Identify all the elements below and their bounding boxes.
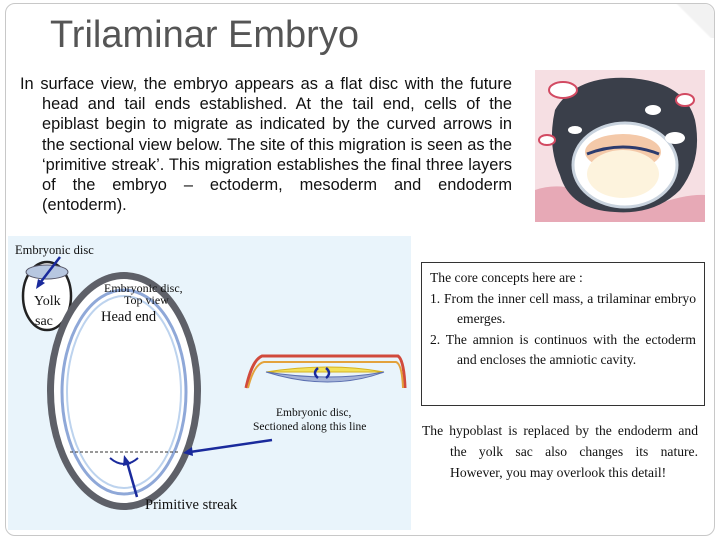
top-view-disc-outline <box>60 288 188 496</box>
section-amnion-inner <box>247 361 404 389</box>
top-view-inner-ring <box>66 295 182 489</box>
slide-frame <box>5 3 715 536</box>
yolk-sac-outline <box>21 260 73 332</box>
primitive-streak-arrow <box>125 461 139 498</box>
concept-item-2: 2. The amnion is continuos with the ecto… <box>430 331 696 368</box>
histology-photo <box>535 70 705 222</box>
core-concepts-box: The core concepts here are : 1. From the… <box>421 262 705 406</box>
section-amnion-outer <box>244 354 407 389</box>
concepts-header: The core concepts here are : <box>430 270 583 285</box>
top-view-inner-oval <box>54 279 194 503</box>
embryonic-disc-label: Embryonic disc <box>15 243 94 257</box>
sectioned-label-line1: Embryonic disc, <box>276 407 352 419</box>
section-endoderm <box>265 371 385 383</box>
top-view-label-line1: Embryonic disc, <box>104 281 183 295</box>
disc-pointer-arrowhead <box>36 279 45 289</box>
primitive-streak-label: Primitive streak <box>145 497 238 513</box>
intro-text: In surface view, the embryo appears as a… <box>20 75 512 215</box>
head-end-label: Head end <box>101 309 157 325</box>
section-pointer-arrow <box>189 438 273 454</box>
slide-title: Trilaminar Embryo <box>50 14 359 56</box>
sac-label: sac <box>35 314 53 329</box>
concept-item-1: 1. From the inner cell mass, a trilamina… <box>430 290 696 327</box>
top-view-label-line2: Top view <box>124 293 169 307</box>
page-curl-decoration <box>674 4 714 38</box>
hypoblast-note: The hypoblast is replaced by the endoder… <box>422 420 698 483</box>
yolk-label: Yolk <box>34 294 61 309</box>
primitive-streak-arrowhead <box>123 455 131 466</box>
disc-pointer-arrow <box>39 256 61 284</box>
section-ectoderm <box>265 366 385 373</box>
sectioned-label-line2: Sectioned along this line <box>253 421 367 433</box>
section-pointer-arrowhead <box>183 447 193 456</box>
migration-arrow-left <box>313 367 319 379</box>
intro-paragraph: In surface view, the embryo appears as a… <box>20 74 512 215</box>
concepts-list: 1. From the inner cell mass, a trilamina… <box>430 289 696 371</box>
migration-arrow-right <box>325 367 331 379</box>
hypoblast-note-text: The hypoblast is replaced by the endoder… <box>422 423 698 480</box>
